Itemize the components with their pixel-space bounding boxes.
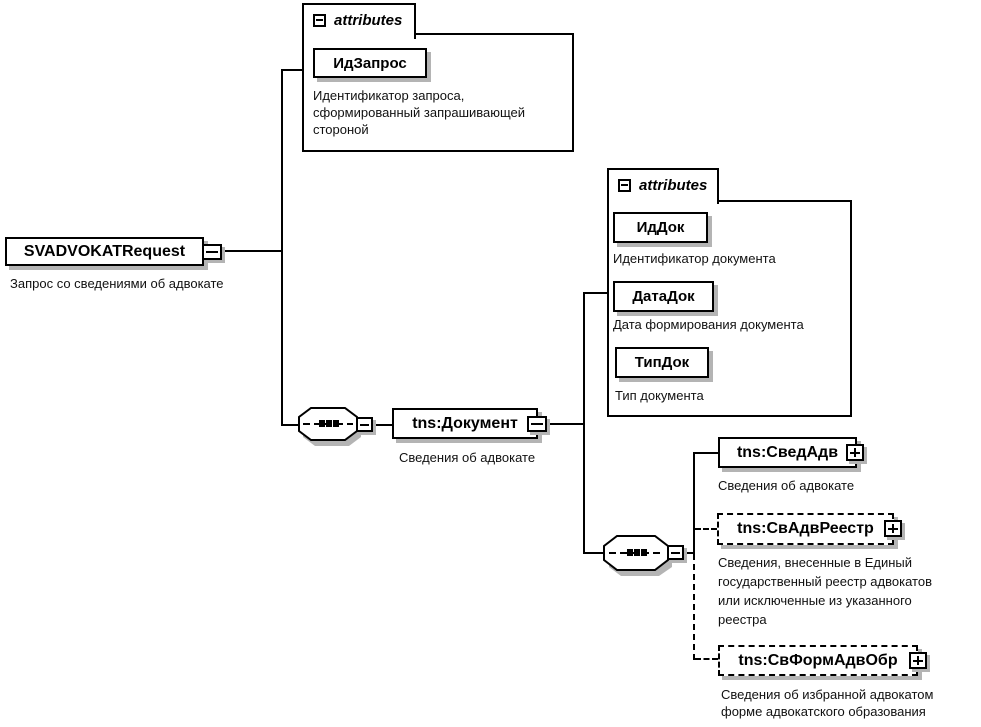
attributes-label: attributes	[334, 11, 403, 29]
annotation-line: государственный реестр адвокатов	[718, 574, 932, 589]
connector-line	[281, 69, 283, 426]
annotation-line: Сведения, внесенные в Единый	[718, 555, 913, 570]
element-name: tns:Документ	[412, 414, 518, 432]
connector-line	[372, 424, 394, 426]
connector-line	[585, 552, 605, 554]
attributes-group-dokument-header[interactable]: attributes	[607, 168, 719, 204]
element-svadvokatrequest-annotation: Запрос со сведениями об адвокате	[10, 276, 224, 291]
sequence-icon[interactable]	[298, 406, 362, 453]
annotation-line: сформированный запрашивающей	[313, 105, 526, 120]
expand-icon[interactable]	[884, 520, 902, 537]
connector-line	[221, 250, 283, 252]
annotation-line: стороной	[313, 122, 369, 137]
attribute-name: ИдЗапрос	[333, 54, 407, 72]
annotation-line: форме адвокатского образования	[721, 704, 926, 719]
attribute-name: ИдДок	[636, 219, 685, 236]
attribute-tipdok-annotation: Тип документа	[615, 388, 704, 403]
attribute-tipdok[interactable]: ТипДок	[615, 347, 709, 378]
attribute-iddok-annotation: Идентификатор документа	[613, 251, 776, 266]
element-name: tns:СведАдв	[736, 443, 839, 461]
annotation-line: Сведения об избранной адвокатом	[721, 687, 934, 702]
connector-line	[583, 292, 585, 554]
collapse-icon[interactable]	[356, 417, 373, 432]
connector-line-dashed	[695, 528, 717, 530]
connector-line	[545, 423, 585, 425]
attributes-group-request-header[interactable]: attributes	[302, 3, 416, 39]
collapse-icon[interactable]	[202, 244, 222, 260]
connector-line	[683, 552, 694, 554]
element-svadvreestr-annotation: Сведения, внесенные в Единый государстве…	[718, 553, 932, 629]
attribute-idzapros-annotation: Идентификатор запроса, сформированный за…	[313, 87, 525, 138]
expand-icon[interactable]	[909, 652, 927, 669]
element-svadvreestr[interactable]: tns:СвАдвРеестр	[717, 513, 894, 545]
element-name: tns:СвАдвРеестр	[737, 520, 874, 537]
element-svformadvobr-annotation: Сведения об избранной адвокатом форме ад…	[721, 686, 933, 720]
collapse-icon[interactable]	[667, 545, 684, 560]
collapse-icon[interactable]	[618, 178, 631, 192]
connector-line	[283, 69, 303, 71]
attributes-label: attributes	[639, 176, 708, 194]
attribute-datadok-annotation: Дата формирования документа	[613, 317, 804, 332]
connector-line-dashed	[693, 554, 695, 660]
connector-line	[695, 452, 718, 454]
element-dokument-annotation: Сведения об адвокате	[399, 450, 536, 465]
attribute-name: ДатаДок	[632, 288, 695, 305]
connector-line	[283, 424, 302, 426]
annotation-line: Идентификатор запроса,	[313, 88, 465, 103]
element-svadvokatrequest[interactable]: SVADVOKATRequest	[5, 237, 204, 266]
collapse-icon[interactable]	[313, 13, 326, 27]
attribute-datadok[interactable]: ДатаДок	[613, 281, 714, 312]
element-svformadvobr[interactable]: tns:СвФормАдвОбр	[718, 645, 918, 676]
annotation-line: реестра	[718, 612, 767, 627]
sequence-icon[interactable]	[603, 534, 673, 583]
element-dokument[interactable]: tns:Документ	[392, 408, 538, 439]
connector-line-dashed	[695, 658, 718, 660]
collapse-icon[interactable]	[527, 416, 547, 432]
annotation-line: или исключенные из указанного	[718, 593, 912, 608]
attribute-idzapros[interactable]: ИдЗапрос	[313, 48, 427, 78]
connector-line	[693, 452, 695, 554]
attribute-name: ТипДок	[634, 354, 690, 371]
connector-line	[585, 292, 607, 294]
attribute-iddok[interactable]: ИдДок	[613, 212, 708, 243]
element-name: SVADVOKATRequest	[23, 242, 186, 260]
expand-icon[interactable]	[846, 444, 864, 461]
element-svedadv[interactable]: tns:СведАдв	[718, 437, 857, 468]
element-name: tns:СвФормАдвОбр	[738, 651, 898, 669]
element-svedadv-annotation: Сведения об адвокате	[718, 478, 855, 493]
